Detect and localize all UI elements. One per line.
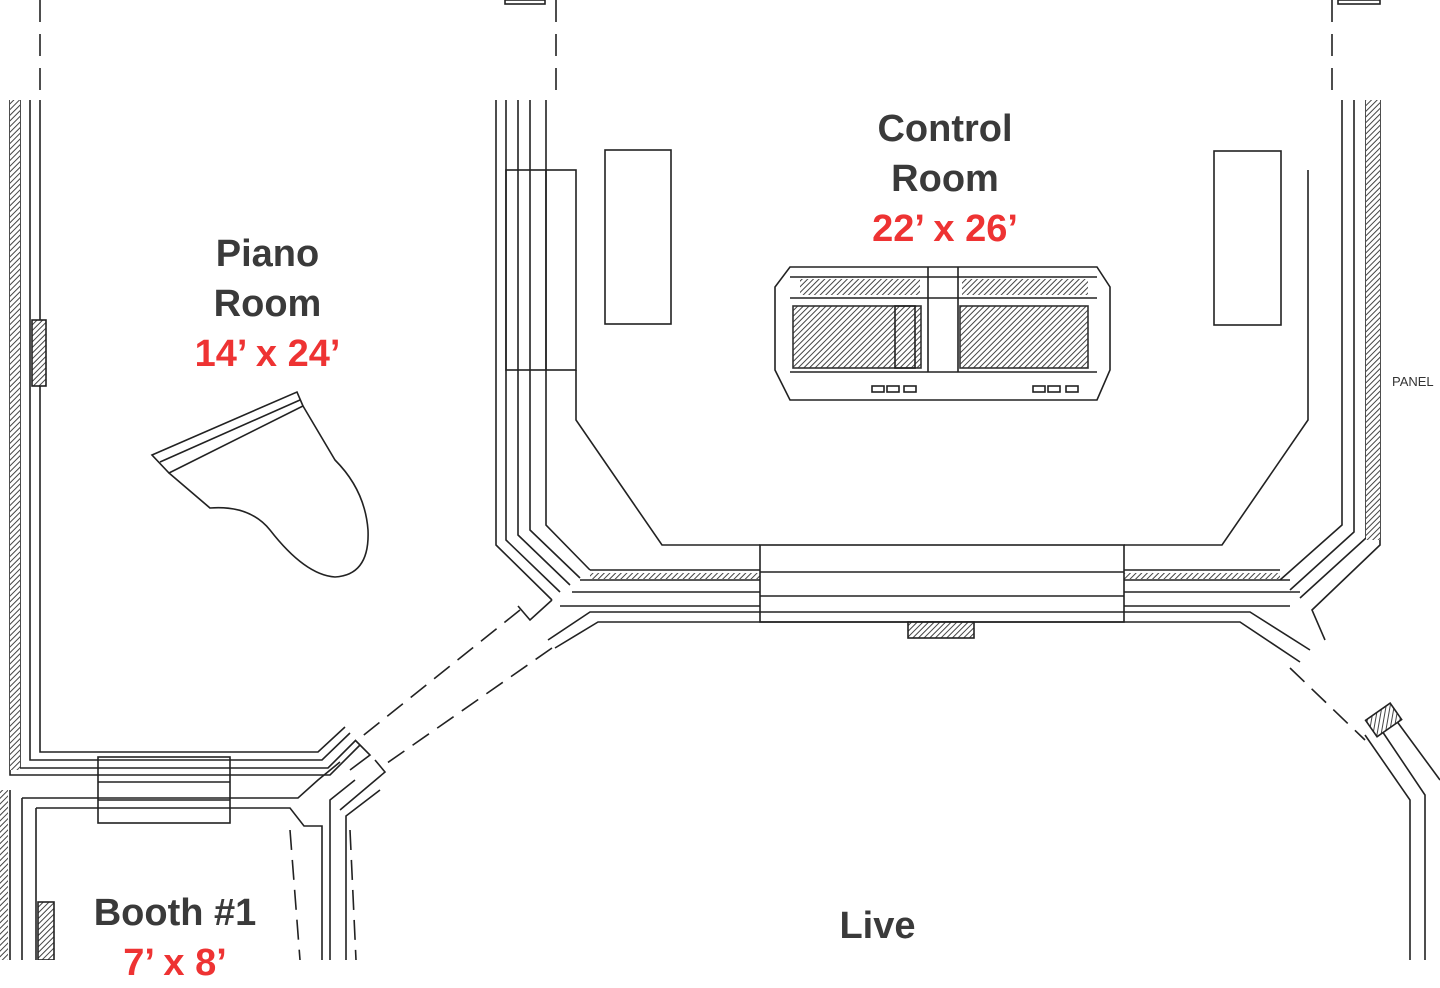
top-edge-marks: [504, 0, 1381, 5]
floor-plan: [0, 0, 1440, 960]
control-room-name-line1: Control: [877, 108, 1013, 150]
live-room-label: Live: [780, 901, 975, 951]
booth-1-name: Booth #1: [93, 892, 257, 934]
mixing-console: [774, 266, 1111, 401]
booth-1-dimensions: 7’ x 8’: [123, 942, 227, 984]
door-openings: [289, 609, 1366, 960]
control-room-label: Control Room 22’ x 26’: [830, 104, 1060, 254]
top-dashed-lines: [39, 0, 1333, 100]
control-room-name-line2: Room: [891, 158, 999, 200]
piano-room-walls: [9, 100, 361, 776]
booth-1-label: Booth #1 7’ x 8’: [70, 888, 280, 988]
control-live-divider: [560, 544, 1300, 639]
control-room-left-walls: [495, 100, 760, 601]
piano-room-name-line2: Room: [213, 283, 322, 325]
door-jambs: [339, 599, 553, 811]
control-room-right-walls: [1124, 100, 1381, 641]
grand-piano-icon: [150, 390, 369, 578]
panel-annotation: PANEL: [1392, 374, 1434, 389]
piano-room-dimensions: 14’ x 24’: [194, 333, 341, 375]
live-room-name: Live: [839, 905, 916, 947]
equipment-racks: [604, 149, 1282, 326]
control-room-dimensions: 22’ x 26’: [872, 208, 1018, 250]
piano-room-label: Piano Room 14’ x 24’: [160, 229, 375, 379]
booth-walls: [0, 756, 381, 960]
live-room-walls: [547, 611, 1440, 960]
piano-room-name-line1: Piano: [215, 233, 320, 275]
